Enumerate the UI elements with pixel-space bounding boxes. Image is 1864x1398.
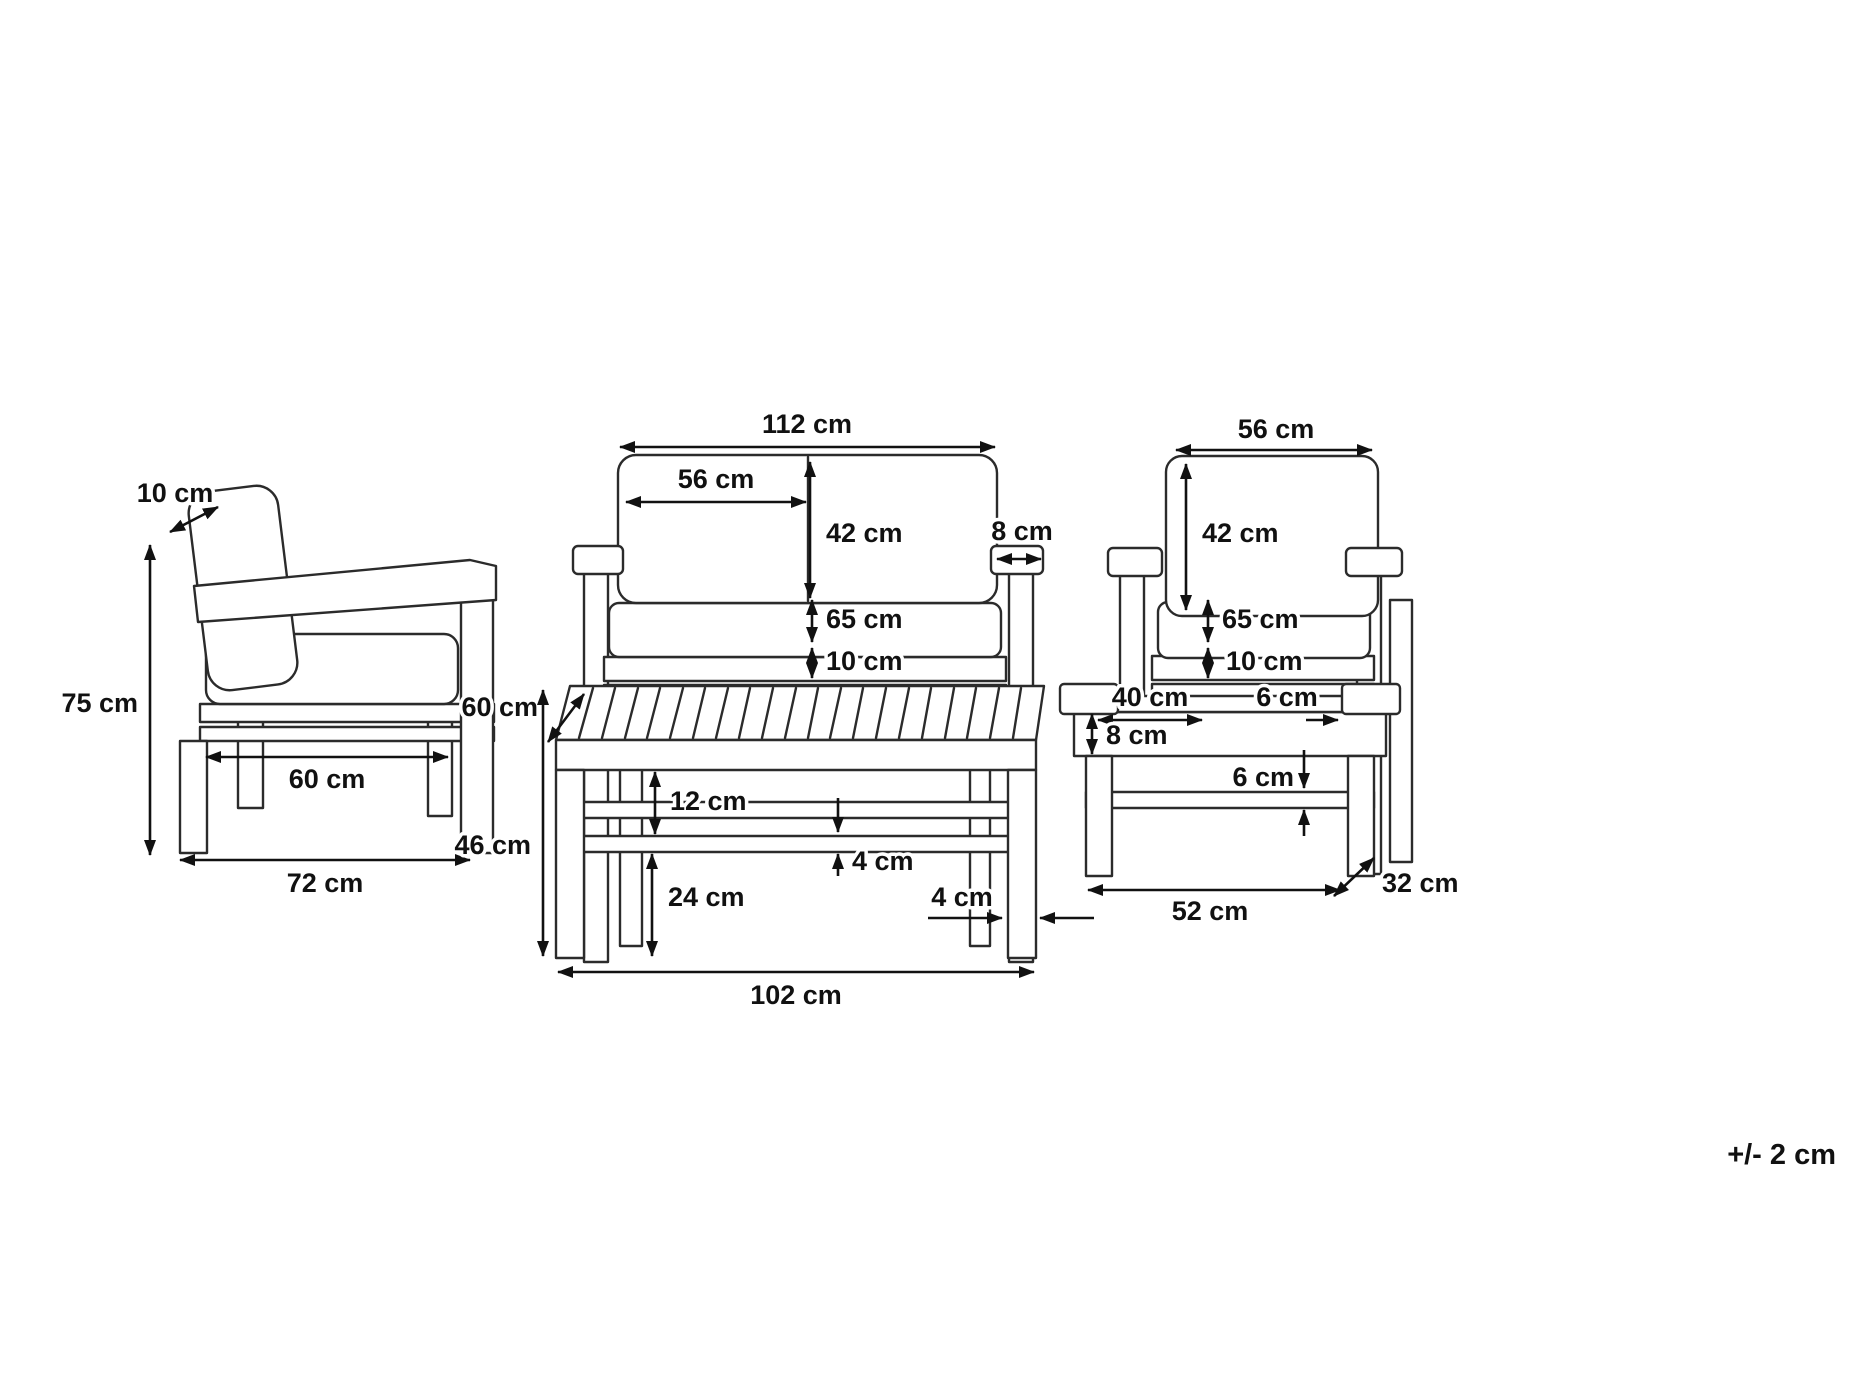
tolerance-note: +/- 2 cm xyxy=(1727,1139,1836,1171)
armchair-seat-thickness-label: 10 cm xyxy=(1226,646,1303,676)
table-depth-label: 60 cm xyxy=(461,692,538,722)
ottoman-depth-label: 32 cm xyxy=(1382,868,1459,898)
ottoman-side-width-label: 6 cm xyxy=(1256,682,1318,712)
bench-cushion-width-label: 56 cm xyxy=(678,464,755,494)
side-chair-seat-depth-label: 60 cm xyxy=(289,764,366,794)
dim-armchair-width: 56 cm xyxy=(1175,411,1373,456)
table-leg-width-label: 4 cm xyxy=(931,882,993,912)
dim-bench-backrest-height: 42 cm xyxy=(804,461,906,599)
table-leg-height-label: 24 cm xyxy=(668,882,745,912)
bench-seat-thickness-label: 10 cm xyxy=(826,646,903,676)
dim-bench-width: 112 cm xyxy=(619,406,996,453)
dim-ottoman-width: 52 cm xyxy=(1087,884,1341,930)
table-top-slats xyxy=(577,686,1023,740)
dim-armchair-seat-thickness: 10 cm xyxy=(1202,643,1306,680)
dim-table-shelf-thickness: 4 cm xyxy=(832,798,917,880)
dim-table-height: 46 cm xyxy=(451,689,549,957)
dim-table-leg-width: 4 cm xyxy=(928,879,1094,924)
ottoman-top-thickness-label: 8 cm xyxy=(1106,720,1168,750)
ottoman-drawing xyxy=(1058,682,1402,878)
dim-table-depth: 60 cm xyxy=(458,689,586,743)
armchair-backrest-height-label: 42 cm xyxy=(1202,518,1279,548)
table-shelf-gap-label: 12 cm xyxy=(670,786,747,816)
dim-bench-seat-thickness: 10 cm xyxy=(806,643,906,680)
bench-width-label: 112 cm xyxy=(762,409,852,439)
dim-side-chair-seat-depth: 60 cm xyxy=(205,751,449,798)
table-shelf-thickness-label: 4 cm xyxy=(852,846,914,876)
side-chair-height-label: 75 cm xyxy=(61,688,138,718)
dim-table-shelf-gap: 12 cm xyxy=(649,771,750,835)
armchair-width-label: 56 cm xyxy=(1238,414,1315,444)
side-chair-depth-label: 72 cm xyxy=(287,868,364,898)
side-chair-drawing xyxy=(178,484,498,855)
dim-ottoman-side-width: 6 cm xyxy=(1253,679,1339,726)
bench-armrest-height-label: 65 cm xyxy=(826,604,903,634)
table-height-label: 46 cm xyxy=(454,830,531,860)
ottoman-width-label: 52 cm xyxy=(1172,896,1249,926)
dim-ottoman-rail-thickness: 6 cm xyxy=(1229,750,1310,836)
dim-side-chair-cushion-thickness: 10 cm xyxy=(133,475,219,534)
side-chair-cushion-thickness-label: 10 cm xyxy=(137,478,214,508)
dim-armchair-armrest-height: 65 cm xyxy=(1202,599,1302,643)
dim-armchair-backrest-height: 42 cm xyxy=(1180,463,1282,611)
dim-side-chair-depth: 72 cm xyxy=(179,854,471,902)
dim-ottoman-top-thickness: 8 cm xyxy=(1086,713,1171,755)
table-width-label: 102 cm xyxy=(750,980,842,1010)
dim-bench-armrest-width: 8 cm xyxy=(988,513,1056,565)
bench-backrest-height-label: 42 cm xyxy=(826,518,903,548)
dim-side-chair-height: 75 cm xyxy=(58,544,156,856)
bench-armrest-width-label: 8 cm xyxy=(991,516,1053,546)
dim-ottoman-depth: 32 cm xyxy=(1333,857,1462,902)
armchair-armrest-height-label: 65 cm xyxy=(1222,604,1299,634)
dim-table-width: 102 cm xyxy=(557,966,1035,1014)
ottoman-rail-thickness-label: 6 cm xyxy=(1232,762,1294,792)
dim-ottoman-inner-width: 40 cm xyxy=(1097,679,1203,726)
dim-table-leg-height: 24 cm xyxy=(646,853,748,957)
dim-bench-armrest-height: 65 cm xyxy=(806,599,906,643)
dim-bench-cushion-width: 56 cm xyxy=(625,461,807,508)
ottoman-inner-width-label: 40 cm xyxy=(1112,682,1189,712)
